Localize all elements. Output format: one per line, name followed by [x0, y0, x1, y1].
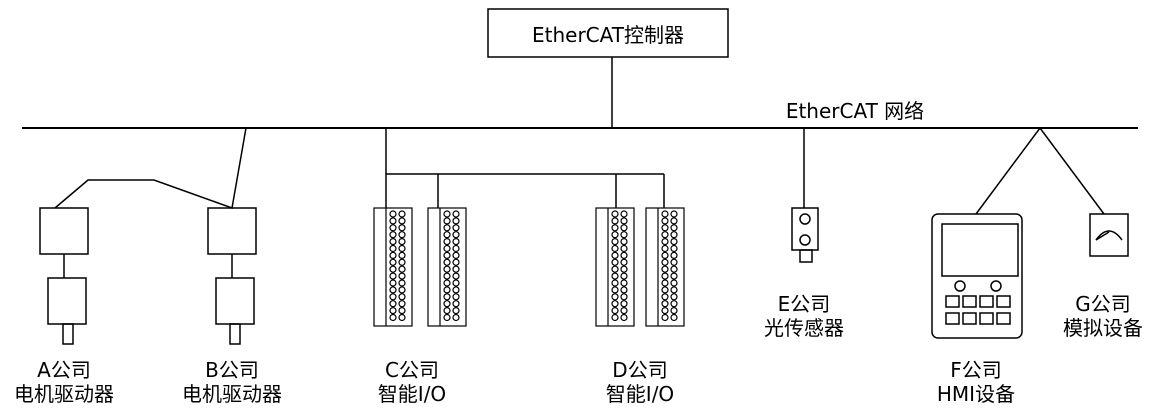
- company-name: C公司: [385, 358, 439, 382]
- company-name: G公司: [1075, 292, 1131, 316]
- company-name: F公司: [950, 358, 1002, 382]
- device-e-label: E公司 光传感器: [748, 292, 860, 340]
- motor-drive-chain-cable: [54, 127, 247, 210]
- device-type: 电机驱动器: [14, 382, 114, 406]
- device-type: 光传感器: [764, 316, 844, 340]
- c-io-module-2-icon: [427, 207, 467, 327]
- c-io-module-1-icon: [373, 207, 413, 327]
- a-motor-drive-icon: [39, 207, 89, 345]
- e-optical-sensor-icon: [791, 207, 819, 263]
- hmi-analog-cable: [975, 126, 1105, 215]
- device-type: 智能I/O: [605, 382, 675, 406]
- io-modules: [373, 207, 685, 327]
- company-name: D公司: [612, 358, 668, 382]
- g-analog-device-icon: [1089, 213, 1129, 257]
- d-io-module-1-icon: [595, 207, 635, 327]
- controller-box: [487, 8, 729, 58]
- company-name: B公司: [205, 358, 259, 382]
- device-f-label: F公司 HMI设备: [920, 358, 1032, 406]
- device-d-label: D公司 智能I/O: [584, 358, 696, 406]
- device-type: 模拟设备: [1063, 316, 1143, 340]
- device-type: HMI设备: [936, 382, 1016, 406]
- d-io-module-2-icon: [645, 207, 685, 327]
- device-c-label: C公司 智能I/O: [356, 358, 468, 406]
- network-label: EtherCAT 网络: [785, 99, 925, 123]
- company-name: E公司: [777, 292, 831, 316]
- controller-label: EtherCAT控制器: [532, 22, 684, 47]
- f-hmi-device-icon: [931, 213, 1023, 339]
- device-type: 智能I/O: [377, 382, 447, 406]
- device-b-label: B公司 电机驱动器: [176, 358, 288, 406]
- device-a-label: A公司 电机驱动器: [8, 358, 120, 406]
- b-motor-drive-icon: [207, 207, 257, 345]
- company-name: A公司: [37, 358, 91, 382]
- device-g-label: G公司 模拟设备: [1052, 292, 1154, 340]
- device-type: 电机驱动器: [182, 382, 282, 406]
